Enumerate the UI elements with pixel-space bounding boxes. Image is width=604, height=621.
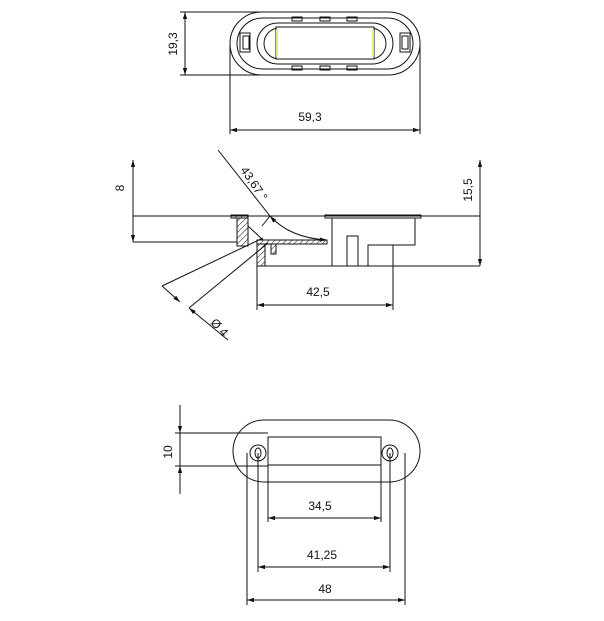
angle-reference-line (217, 149, 271, 217)
dim-label-base-width: 48 (318, 582, 332, 596)
clip-left (239, 32, 251, 53)
dim-label-angle: 43,67 ° (238, 164, 271, 204)
bottom-view: 10 34,5 41,25 48 (161, 405, 421, 605)
dim-label-depth: 8 (113, 184, 127, 191)
section-wall (236, 217, 249, 247)
housing-body (367, 218, 416, 266)
dim-label-window-width: 34,5 (308, 499, 332, 513)
dim-label-cable-diameter: Ø 4 (208, 316, 232, 340)
dim-label-total-depth: 15,5 (461, 178, 475, 202)
dim-label-body-length: 42,5 (306, 285, 330, 299)
lens-frame (256, 22, 394, 65)
side-view: 8 15,5 42,5 43,67 ° Ø 4 (113, 149, 483, 341)
top-view: 19,3 59,3 (166, 11, 421, 134)
cable-edge-bottom (188, 242, 269, 309)
led-lens (275, 26, 375, 60)
cable-edge-top (161, 237, 264, 287)
base-window (267, 436, 382, 466)
dim-label-width: 59,3 (298, 110, 322, 124)
dim-label-height: 19,3 (166, 32, 180, 56)
inner-rim (236, 17, 414, 70)
outer-housing-outline (229, 11, 421, 76)
base-outline (232, 419, 421, 483)
angle-arc (269, 215, 328, 242)
clip-right (399, 32, 411, 53)
dim-label-hole-height: 10 (161, 445, 175, 459)
dim-label-hole-spacing: 41,25 (307, 548, 337, 562)
